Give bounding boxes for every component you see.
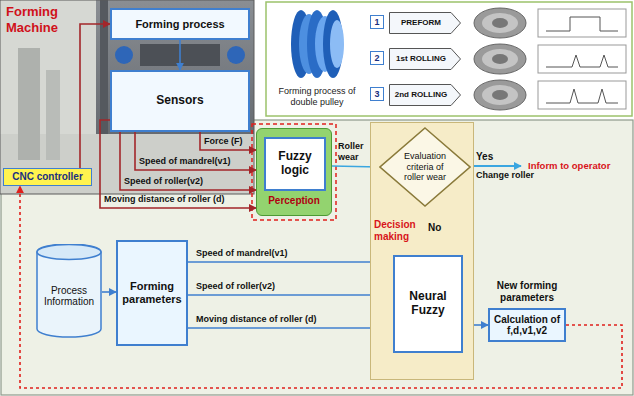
pulley-panel: [266, 2, 632, 116]
connector: [120, 132, 256, 190]
branch-label: Yes: [476, 151, 506, 163]
controller-box: CNC controller: [3, 168, 92, 186]
pulley-3d-image: [291, 10, 344, 78]
machine-title: Forming Machine: [6, 4, 72, 35]
decision-region: Decision making Evaluation criteria of ro…: [370, 122, 474, 380]
node-text: 1: [374, 17, 379, 27]
focus-bracket: [252, 124, 336, 220]
step-number: 1: [370, 15, 384, 29]
edge-label: Force (F): [204, 136, 243, 147]
arrow-shape: [390, 13, 461, 34]
profile-charts: [538, 9, 626, 109]
connector: [200, 132, 256, 150]
edge-label: Speed of mandrel(v1): [139, 156, 231, 167]
connector: [102, 291, 116, 293]
node-text: Process Information: [39, 285, 99, 308]
edge-label: No: [428, 222, 441, 234]
step-arrow: 1st ROLLING: [389, 48, 461, 70]
node-text: Forming process: [135, 18, 224, 31]
parameter-box: Forming parameters: [116, 240, 188, 346]
step-arrow: PREFORM: [389, 12, 461, 34]
node-text: 3: [374, 89, 379, 99]
edge-label: Speed of mandrel(v1): [196, 248, 288, 259]
neural-fuzzy-box: Neural Fuzzy: [393, 255, 463, 353]
diamond-shape: [380, 128, 470, 206]
connector: [188, 327, 393, 329]
node-text: Sensors: [156, 94, 203, 108]
node-text: Forming parameters: [120, 280, 184, 305]
node-text: CNC controller: [12, 171, 83, 183]
node-text: 1st ROLLING: [396, 54, 454, 63]
node-text: Calculation of f,d,v1,v2: [492, 314, 562, 337]
edge-label: Speed of roller(v2): [196, 281, 275, 292]
sensor-box: Sensors: [110, 70, 250, 132]
connector: [135, 132, 256, 170]
edge-label: Speed of roller(v2): [124, 176, 203, 187]
edge-label: Moving distance of roller (d): [196, 314, 317, 325]
connector: [179, 40, 181, 70]
edge-label: Moving distance of roller (d): [104, 194, 225, 205]
decision-diamond: Evaluation criteria of roller wear: [379, 127, 471, 207]
pulley-photos: [474, 8, 526, 110]
perception-block: Perception Fuzzy logic: [256, 128, 332, 216]
step-arrow: 2nd ROLLING: [389, 84, 461, 106]
machine-photo: [0, 0, 254, 194]
step-number: 3: [370, 87, 384, 101]
database-cylinder: Process Information: [36, 244, 102, 338]
process-box: Forming process: [110, 8, 250, 40]
cylinder-body: [37, 244, 101, 337]
focus-bracket: [387, 249, 467, 357]
connector: [100, 120, 256, 208]
step-number: 2: [370, 51, 384, 65]
connector: [20, 186, 622, 388]
operator-note: Inform to operator: [528, 160, 630, 171]
arrow-shape: [390, 49, 461, 70]
edge-label: New forming parameters: [484, 280, 570, 304]
calculation-box: Calculation of f,d,v1,v2: [488, 308, 566, 342]
fuzzy-logic-box: Fuzzy logic: [264, 137, 326, 191]
node-text: Neural Fuzzy: [397, 290, 459, 318]
connector: [188, 294, 393, 296]
node-text: Evaluation criteria of roller wear: [396, 151, 454, 182]
edge-label: Roller wear: [338, 141, 372, 163]
yes-arrow: [470, 165, 521, 167]
connector: [188, 261, 393, 263]
figure-caption: Forming process of double pulley: [270, 86, 364, 108]
cylinder-top: [37, 245, 101, 260]
arrow-shape: [390, 85, 461, 106]
node-text: Decision making: [374, 219, 422, 242]
node-text: Perception: [257, 195, 331, 207]
node-text: Fuzzy logic: [268, 150, 322, 178]
node-text: 2: [374, 53, 379, 63]
node-text: 2nd ROLLING: [395, 90, 455, 99]
node-text: PREFORM: [401, 18, 449, 27]
action-note: Change roller: [476, 170, 548, 181]
connector: [80, 24, 110, 168]
